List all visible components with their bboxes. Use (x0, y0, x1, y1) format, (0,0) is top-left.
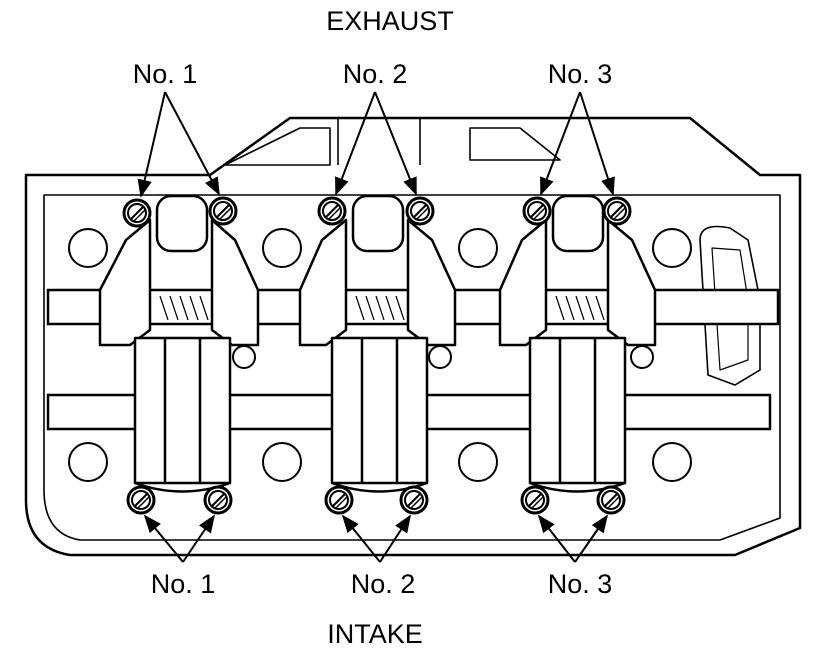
exhaust-locknut-no2-a (317, 196, 347, 226)
exhaust-locknut-no3-b (602, 196, 632, 226)
intake-locknut-no1-b (203, 485, 233, 515)
exhaust-locknut-no3-a (522, 196, 552, 226)
cylinder-head-outline (24, 116, 802, 557)
exhaust-locknut-no2-b (405, 196, 435, 226)
cylinder-3-assembly (498, 194, 657, 493)
intake-locknut-no3-a (520, 485, 550, 515)
intake-locknut-no1-a (126, 485, 156, 515)
exhaust-label: EXHAUST (326, 6, 454, 36)
exhaust-label-no2: No. 2 (343, 59, 408, 89)
intake-leader-arrows (143, 514, 609, 563)
intake-label-no2: No. 2 (351, 569, 416, 599)
cylinder-1-assembly (98, 194, 260, 493)
exhaust-leader-arrows (137, 91, 615, 198)
exhaust-label-no3: No. 3 (548, 59, 613, 89)
exhaust-locknut-no1-b (208, 196, 238, 226)
exhaust-locknut-no1-a (122, 198, 152, 228)
intake-locknut-no3-b (596, 485, 626, 515)
cylinder-2-assembly (298, 194, 457, 493)
intake-locknut-no2-b (399, 485, 429, 515)
intake-label-no3: No. 3 (548, 569, 613, 599)
intake-label-no1: No. 1 (151, 569, 216, 599)
exhaust-label-no1: No. 1 (133, 59, 198, 89)
intake-label: INTAKE (327, 619, 423, 649)
intake-locknut-no2-a (324, 485, 354, 515)
